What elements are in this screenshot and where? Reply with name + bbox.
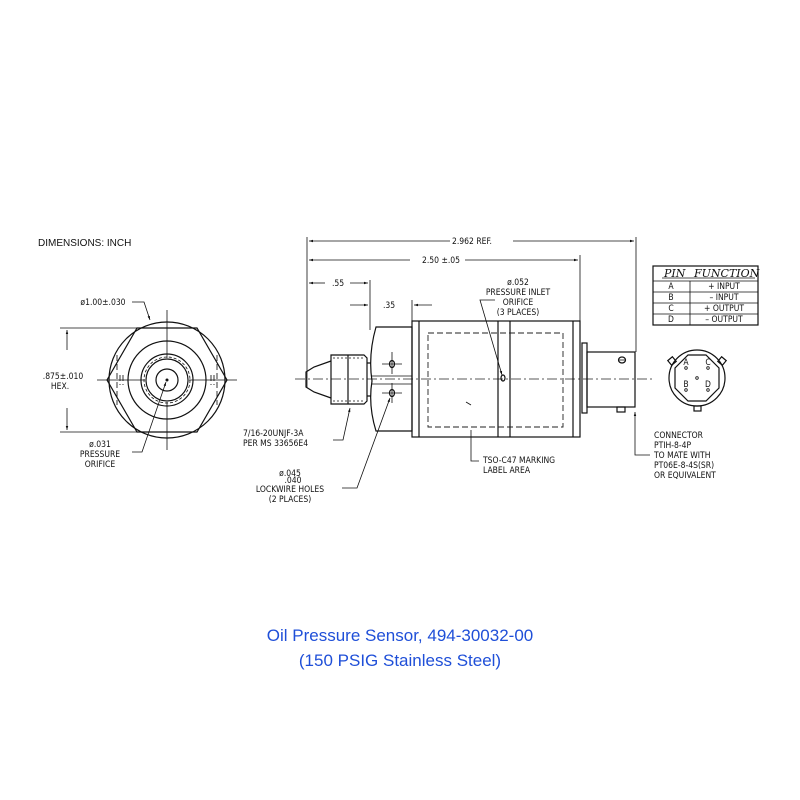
svg-text:ø.045: ø.045 — [279, 469, 301, 479]
caption-title: Oil Pressure Sensor, 494-30032-00 — [266, 626, 534, 645]
caption-subtitle: (150 PSIG Stainless Steel) — [298, 651, 502, 670]
svg-text:TO MATE WITH: TO MATE WITH — [653, 451, 710, 461]
svg-text:ORIFICE: ORIFICE — [85, 460, 116, 470]
label-area — [427, 332, 564, 428]
pin-table-pin: A — [668, 282, 674, 292]
svg-text:2.50 ±.05: 2.50 ±.05 — [422, 256, 460, 266]
svg-text:ORIFICE: ORIFICE — [503, 298, 534, 308]
hex-nut — [370, 326, 413, 432]
svg-text:.875±.010: .875±.010 — [43, 372, 84, 382]
svg-text:.040: .040 — [284, 476, 301, 486]
pin-table-pin: D — [668, 315, 674, 325]
svg-text:D: D — [705, 380, 711, 390]
svg-text:B: B — [683, 380, 688, 390]
inlet-orifice — [500, 374, 506, 382]
svg-text:LOCKWIRE HOLES: LOCKWIRE HOLES — [256, 485, 324, 495]
svg-text:7/16-20UNJF-3A: 7/16-20UNJF-3A — [243, 429, 304, 439]
svg-text:PTIH-8-4P: PTIH-8-4P — [654, 441, 692, 451]
svg-text:.35: .35 — [383, 301, 395, 311]
svg-text:PRESSURE INLET: PRESSURE INLET — [486, 288, 551, 298]
svg-text:PT06E-8-4S(SR): PT06E-8-4S(SR) — [654, 461, 714, 471]
front-view: .875±.010 HEX. ø1.00±.030 ø.031 PRESSURE… — [43, 298, 237, 470]
svg-text:C: C — [705, 358, 710, 368]
svg-text:PRESSURE: PRESSURE — [80, 450, 120, 460]
svg-text:A: A — [683, 358, 689, 368]
svg-text:LABEL AREA: LABEL AREA — [483, 466, 531, 476]
svg-text:CONNECTOR: CONNECTOR — [654, 431, 704, 441]
svg-text:FUNCTION: FUNCTION — [693, 267, 760, 280]
pin-table-function: – OUTPUT — [705, 315, 743, 325]
pin-table-pin: B — [668, 293, 673, 303]
svg-text:OR EQUIVALENT: OR EQUIVALENT — [654, 471, 716, 481]
svg-text:ø.031: ø.031 — [89, 440, 111, 450]
svg-text:(3 PLACES): (3 PLACES) — [497, 308, 539, 318]
connector-shell — [586, 351, 636, 408]
svg-text:PER MS 33656E4: PER MS 33656E4 — [243, 439, 308, 449]
svg-text:TSO-C47 MARKING: TSO-C47 MARKING — [482, 456, 555, 466]
svg-text:(2 PLACES): (2 PLACES) — [269, 495, 311, 505]
fitting-tip — [305, 360, 332, 399]
svg-text:.55: .55 — [332, 279, 344, 289]
side-view: 2.962 REF. 2.50 ±.05 .55 .35 — [243, 237, 652, 505]
svg-text:2.962 REF.: 2.962 REF. — [452, 237, 492, 247]
svg-text:HEX.: HEX. — [51, 382, 69, 392]
sensor-body — [411, 320, 581, 438]
pin-function-table: PIN FUNCTION A + INPUT B – INPUT C + OUTPUT D –… — [652, 265, 760, 326]
pin-table-function: – INPUT — [709, 293, 738, 303]
pin-table-function: + INPUT — [708, 282, 740, 292]
connector-face-view: A C B D CONNECTOR PTIH-8-4P TO MATE WITH… — [633, 349, 728, 481]
pin-table-pin: C — [668, 304, 673, 314]
svg-text:PIN: PIN — [663, 267, 686, 280]
svg-text:ø.052: ø.052 — [507, 278, 529, 288]
svg-text:ø1.00±.030: ø1.00±.030 — [80, 298, 125, 308]
pin-table-function: + OUTPUT — [704, 304, 744, 314]
units-note: DIMENSIONS: INCH — [38, 238, 131, 249]
